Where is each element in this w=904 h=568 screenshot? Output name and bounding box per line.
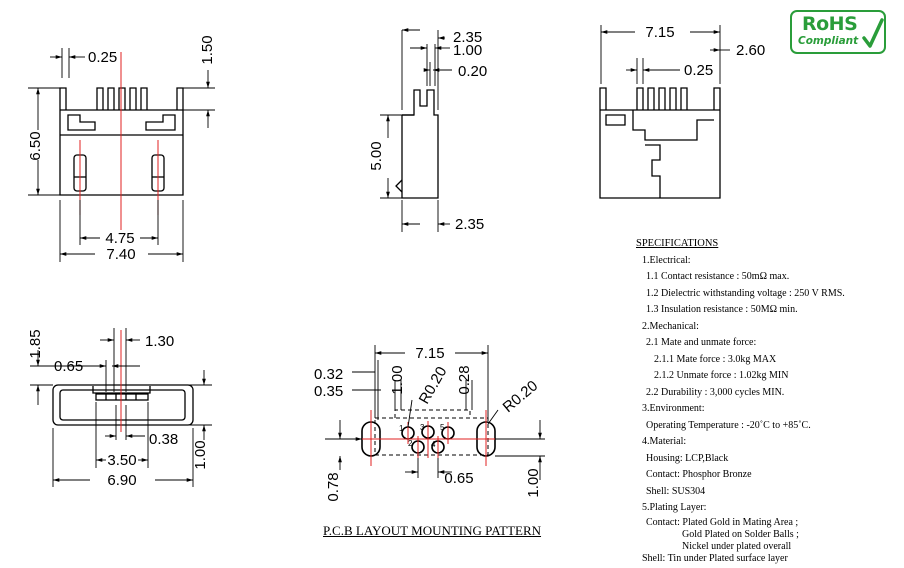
checkmark-icon [862, 18, 884, 48]
pcb-caption: P.C.B LAYOUT MOUNTING PATTERN [323, 523, 542, 538]
face-dim-3.50: 3.50 [107, 452, 136, 469]
rohs-badge: RoHS Compliant [790, 10, 886, 54]
side-dim-0.20: 0.20 [458, 63, 487, 80]
front-dim-6.50: 6.50 [27, 131, 44, 160]
spec-e2: 1.2 Dielectric withstanding voltage : 25… [646, 287, 845, 299]
spec-material: 4.Material: [642, 436, 687, 447]
pcb-dim-r0.20-b: R0.20 [500, 377, 542, 416]
specifications-panel: SPECIFICATIONS 1.Electrical: 1.1 Contact… [636, 236, 898, 565]
spec-p4: Shell: Tin under Plated surface layer [642, 552, 788, 564]
spec-m1: 2.1 Mate and unmate force: [646, 337, 757, 348]
spec-electrical: 1.Electrical: [642, 254, 691, 266]
spec-p1: Contact: Plated Gold in Mating Area ; [646, 516, 799, 528]
spec-title: SPECIFICATIONS [636, 238, 719, 249]
back-dim-2.60: 2.60 [736, 42, 765, 59]
pcb-dimensions [325, 345, 545, 480]
spec-m2: 2.2 Durability : 3,000 cycles MIN. [646, 386, 785, 398]
face-dim-1.30: 1.30 [145, 333, 174, 350]
spec-e1: 1.1 Contact resistance : 50mΩ max. [646, 271, 790, 282]
pcb-dim-r0.20-a: R0.20 [416, 364, 451, 407]
spec-e3: 1.3 Insulation resistance : 50MΩ min. [646, 304, 798, 315]
face-dim-1.00: 1.00 [192, 440, 209, 469]
pcb-pin-1: 1 [399, 424, 404, 433]
spec-environment: 3.Environment: [642, 403, 705, 414]
side-dim-2.35-top: 2.35 [453, 29, 482, 46]
pcb-dim-0.65: 0.65 [444, 470, 473, 487]
front-dim-1.50: 1.50 [199, 35, 216, 64]
front-dim-4.75: 4.75 [105, 230, 134, 247]
spec-mechanical: 2.Mechanical: [642, 320, 699, 332]
pcb-dim-0.78: 0.78 [325, 472, 342, 501]
back-dim-0.25: 0.25 [684, 62, 713, 79]
front-dim-7.40: 7.40 [106, 246, 135, 263]
pcb-dim-0.35: 0.35 [314, 383, 343, 400]
pcb-dim-7.15: 7.15 [415, 345, 444, 362]
spec-mat3: Shell: SUS304 [646, 485, 706, 497]
spec-mat1: Housing: LCP,Black [646, 452, 729, 464]
side-dim-1.00: 1.00 [453, 42, 482, 59]
side-view-dimensions [380, 28, 452, 232]
spec-plating: 5.Plating Layer: [642, 502, 707, 513]
spec-p3: Nickel under plated overall [682, 540, 792, 552]
front-dim-0.25: 0.25 [88, 49, 117, 66]
face-dim-0.65: 0.65 [54, 358, 83, 375]
back-dim-7.15: 7.15 [645, 24, 674, 41]
face-dim-0.38: 0.38 [149, 431, 178, 448]
pcb-pin-labels: 1 2 3 4 5 [399, 423, 445, 449]
front-view-dimensions [28, 48, 215, 262]
face-dim-6.90: 6.90 [107, 472, 136, 489]
pcb-pin-4: 4 [431, 440, 436, 449]
spec-p2: Gold Plated on Solder Balls ; [682, 528, 799, 540]
rohs-badge-subtitle: Compliant [798, 35, 859, 47]
pcb-dim-1.00-v: 1.00 [389, 365, 406, 394]
spec-env1: Operating Temperature : -20˚C to +85˚C. [646, 419, 811, 431]
back-view-dimensions [600, 25, 730, 84]
rohs-badge-title: RoHS [802, 13, 858, 35]
pcb-dim-0.32: 0.32 [314, 366, 343, 383]
spec-mat2: Contact: Phosphor Bronze [646, 469, 752, 480]
face-dim-1.85: 1.85 [27, 329, 44, 358]
front-view-centerline [79, 52, 159, 230]
spec-m12: 2.1.2 Unmate force : 1.02kg MIN [654, 370, 789, 381]
pcb-dim-0.28: 0.28 [456, 365, 473, 394]
pcb-pin-2: 2 [408, 439, 413, 448]
pcb-pin-5: 5 [440, 423, 445, 432]
back-view [599, 87, 721, 199]
side-view [395, 89, 439, 199]
spec-m11: 2.1.1 Mate force : 3.0kg MAX [654, 353, 777, 365]
face-view [52, 384, 194, 426]
side-dim-5.00: 5.00 [368, 141, 385, 170]
pcb-dim-1.00-r: 1.00 [525, 468, 542, 497]
face-view-dimensions [30, 328, 212, 487]
side-dim-2.35-bottom: 2.35 [455, 216, 484, 233]
pcb-pin-3: 3 [420, 423, 425, 432]
